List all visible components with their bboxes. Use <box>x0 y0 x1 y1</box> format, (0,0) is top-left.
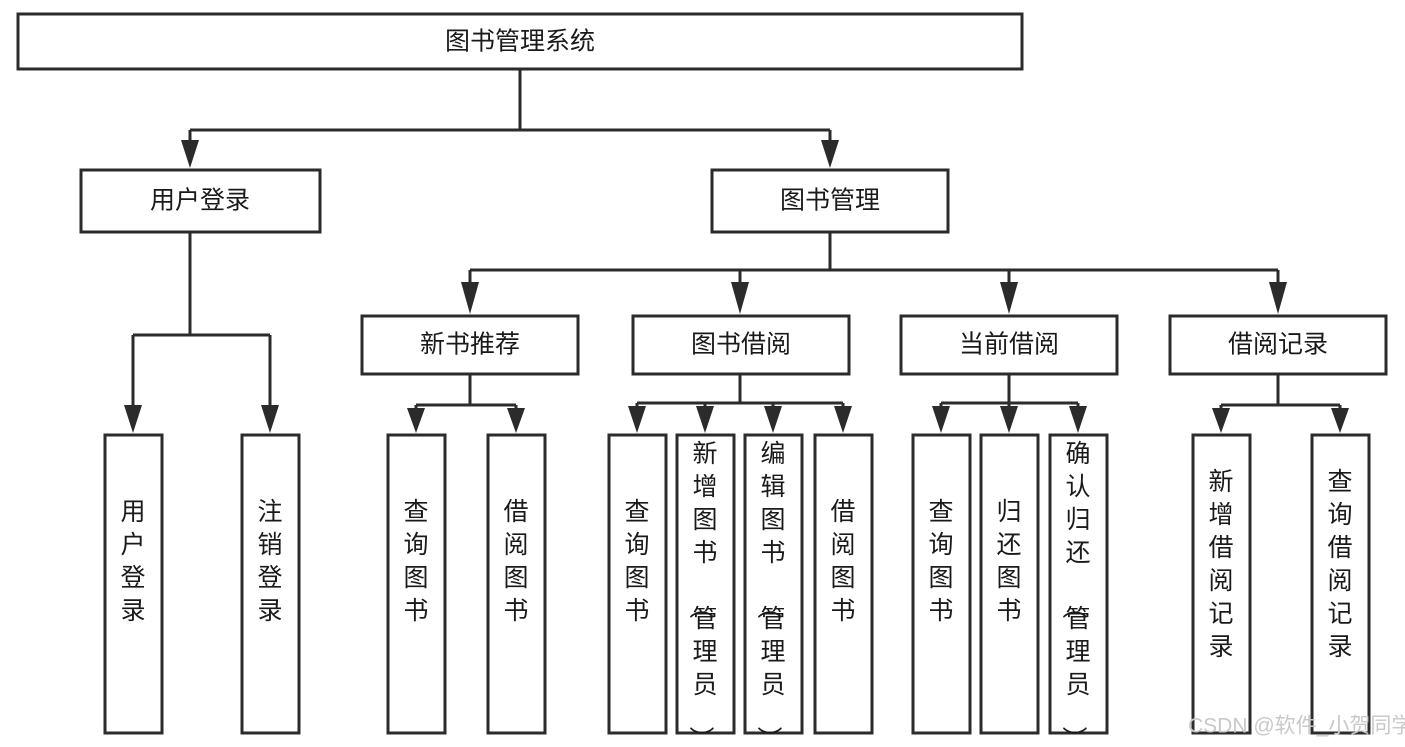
connectors-layer <box>124 70 1349 433</box>
node-new-book-recommend-label: 新书推荐 <box>420 331 520 359</box>
arrow-head-leaf-query-book-3 <box>932 406 950 433</box>
node-leaf-return-book-label: 归还图书 <box>996 498 1021 625</box>
node-leaf-query-book-2-label: 查询图书 <box>624 498 649 625</box>
node-user-login[interactable]: 用户登录 <box>79 168 322 234</box>
node-book-borrow[interactable]: 图书借阅 <box>631 314 851 376</box>
node-leaf-add-book[interactable]: 新增图书（管理员） <box>675 433 736 747</box>
node-leaf-add-book-box[interactable] <box>675 433 736 735</box>
node-leaf-query-book-3-label: 查询图书 <box>928 498 953 625</box>
node-book-borrow-box[interactable] <box>631 314 851 376</box>
arrow-head-leaf-confirm-return <box>1069 406 1087 433</box>
node-current-borrow-box[interactable] <box>899 314 1119 376</box>
node-leaf-borrow-book-2[interactable]: 借阅图书 <box>813 433 874 735</box>
node-book-borrow-label: 图书借阅 <box>691 331 791 359</box>
node-leaf-borrow-book-1-label: 借阅图书 <box>503 498 528 625</box>
node-root-box[interactable] <box>16 12 1024 71</box>
arrow-head-leaf-add-record <box>1212 408 1230 433</box>
node-leaf-query-record-box[interactable] <box>1310 433 1371 735</box>
arrow-head-leaf-borrow-book-1 <box>507 408 525 433</box>
node-leaf-add-book-label: 新增图书（管理员） <box>686 440 717 747</box>
arrow-head-leaf-query-book-1 <box>407 408 425 433</box>
node-leaf-borrow-book-1[interactable]: 借阅图书 <box>486 433 547 735</box>
node-leaf-query-record[interactable]: 查询借阅记录 <box>1310 433 1371 735</box>
node-leaf-borrow-book-2-label: 借阅图书 <box>830 498 855 625</box>
node-leaf-confirm-return-box[interactable] <box>1048 433 1109 735</box>
node-leaf-borrow-book-1-box[interactable] <box>486 433 547 735</box>
node-leaf-query-book-1-label: 查询图书 <box>403 498 428 625</box>
node-leaf-query-record-label: 查询借阅记录 <box>1327 468 1352 661</box>
node-current-borrow-label: 当前借阅 <box>959 331 1059 359</box>
node-current-borrow[interactable]: 当前借阅 <box>899 314 1119 376</box>
arrow-head-leaf-return-book <box>1000 406 1018 433</box>
node-leaf-confirm-return-label: 确认归还（管理员） <box>1059 440 1090 747</box>
node-leaf-edit-book-label: 编辑图书（管理员） <box>754 440 785 747</box>
node-borrow-record[interactable]: 借阅记录 <box>1168 314 1388 376</box>
node-leaf-query-book-3[interactable]: 查询图书 <box>911 433 972 735</box>
arrow-head-user-login <box>181 140 199 168</box>
node-new-book-recommend-box[interactable] <box>360 314 580 376</box>
node-book-manage-label: 图书管理 <box>780 187 880 215</box>
node-leaf-add-record-box[interactable] <box>1191 433 1252 735</box>
arrow-head-leaf-query-record <box>1331 408 1349 433</box>
node-leaf-user-logout-label: 注销登录 <box>257 498 282 625</box>
node-leaf-user-login-box[interactable] <box>103 433 164 735</box>
node-leaf-return-book-box[interactable] <box>979 433 1040 735</box>
node-leaf-query-book-2[interactable]: 查询图书 <box>607 433 668 735</box>
arrow-head-leaf-query-book-2 <box>628 406 646 433</box>
node-new-book-recommend[interactable]: 新书推荐 <box>360 314 580 376</box>
arrow-head-new-book-recommend <box>461 282 479 314</box>
node-root[interactable]: 图书管理系统 <box>16 12 1024 71</box>
node-book-manage-box[interactable] <box>710 168 950 234</box>
node-leaf-user-logout[interactable]: 注销登录 <box>240 433 301 735</box>
watermark-label: CSDN @软件_小贺同学 <box>1188 715 1405 738</box>
arrow-head-leaf-user-logout <box>261 405 279 433</box>
arrow-head-book-borrow <box>731 282 749 314</box>
node-leaf-user-logout-box[interactable] <box>240 433 301 735</box>
arrow-head-leaf-user-login <box>124 405 142 433</box>
node-leaf-query-book-3-box[interactable] <box>911 433 972 735</box>
node-borrow-record-box[interactable] <box>1168 314 1388 376</box>
node-leaf-user-login[interactable]: 用户登录 <box>103 433 164 735</box>
arrow-head-leaf-borrow-book-2 <box>834 406 852 433</box>
node-leaf-edit-book-box[interactable] <box>743 433 804 735</box>
node-leaf-add-record-label: 新增借阅记录 <box>1208 468 1233 661</box>
node-user-login-box[interactable] <box>79 168 322 234</box>
node-leaf-query-book-1-box[interactable] <box>386 433 447 735</box>
node-leaf-query-book-2-box[interactable] <box>607 433 668 735</box>
node-leaf-add-record[interactable]: 新增借阅记录 <box>1191 433 1252 735</box>
node-leaf-query-book-1[interactable]: 查询图书 <box>386 433 447 735</box>
arrow-head-current-borrow <box>1000 282 1018 314</box>
node-user-login-label: 用户登录 <box>150 187 250 215</box>
node-leaf-user-login-label: 用户登录 <box>120 498 145 625</box>
node-leaf-borrow-book-2-box[interactable] <box>813 433 874 735</box>
node-root-label: 图书管理系统 <box>445 28 595 56</box>
arrow-head-leaf-add-book <box>696 406 714 433</box>
arrow-head-leaf-edit-book <box>764 406 782 433</box>
node-borrow-record-label: 借阅记录 <box>1228 331 1328 359</box>
arrow-head-borrow-record <box>1269 282 1287 314</box>
node-leaf-return-book[interactable]: 归还图书 <box>979 433 1040 735</box>
node-leaf-edit-book[interactable]: 编辑图书（管理员） <box>743 433 804 747</box>
arrow-head-book-manage <box>821 140 839 168</box>
node-leaf-confirm-return[interactable]: 确认归还（管理员） <box>1048 433 1109 747</box>
node-book-manage[interactable]: 图书管理 <box>710 168 950 234</box>
